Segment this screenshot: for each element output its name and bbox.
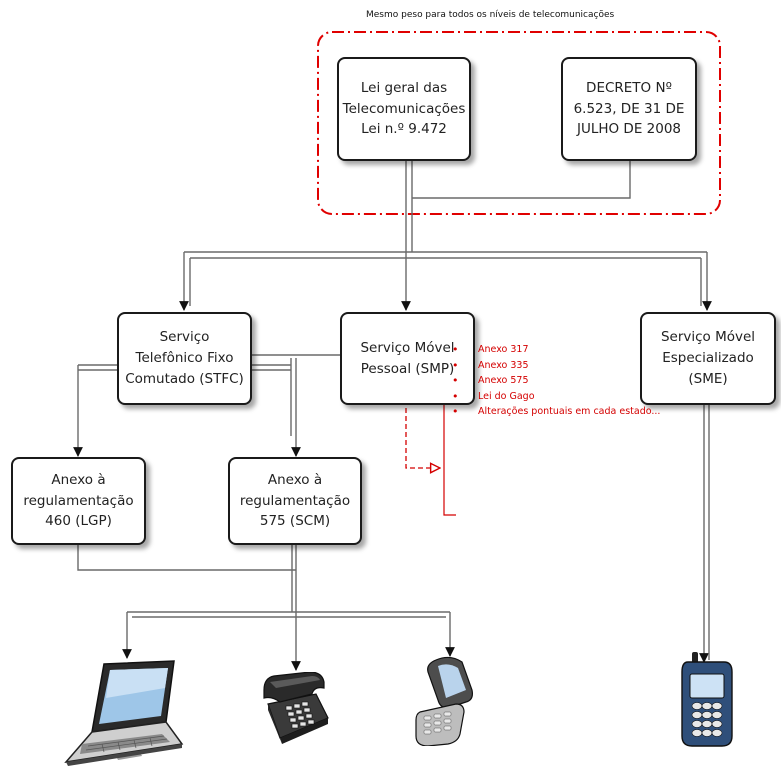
node-anexo-460[interactable]: Anexo à regulamentação 460 (LGP) bbox=[11, 457, 146, 545]
callout-connector bbox=[405, 400, 440, 468]
node-sme[interactable]: Serviço Móvel Especializado (SME) bbox=[640, 312, 776, 405]
note-item: Lei do Gago bbox=[452, 389, 660, 405]
group-boundary bbox=[317, 31, 721, 215]
notes-list: Anexo 317 Anexo 335 Anexo 575 Lei do Gag… bbox=[452, 342, 660, 420]
note-item: Anexo 575 bbox=[452, 373, 660, 389]
desk-phone-icon bbox=[263, 672, 329, 744]
note-item: Anexo 335 bbox=[452, 358, 660, 374]
node-anexo-575[interactable]: Anexo à regulamentação 575 (SCM) bbox=[228, 457, 362, 545]
laptop-icon bbox=[64, 660, 184, 766]
mobile-phone-icon bbox=[681, 652, 733, 747]
flip-phone-icon bbox=[415, 656, 473, 746]
connectors bbox=[73, 160, 712, 671]
group-caption: Mesmo peso para todos os níveis de telec… bbox=[366, 10, 615, 20]
node-lei-geral[interactable]: Lei geral das Telecomunicações Lei n.º 9… bbox=[337, 57, 471, 161]
node-stfc[interactable]: Serviço Telefônico Fixo Comutado (STFC) bbox=[117, 312, 252, 405]
node-decreto[interactable]: DECRETO Nº 6.523, DE 31 DE JULHO DE 2008 bbox=[561, 57, 697, 161]
note-item: Anexo 317 bbox=[452, 342, 660, 358]
note-item: Alterações pontuais em cada estado... bbox=[452, 404, 660, 420]
